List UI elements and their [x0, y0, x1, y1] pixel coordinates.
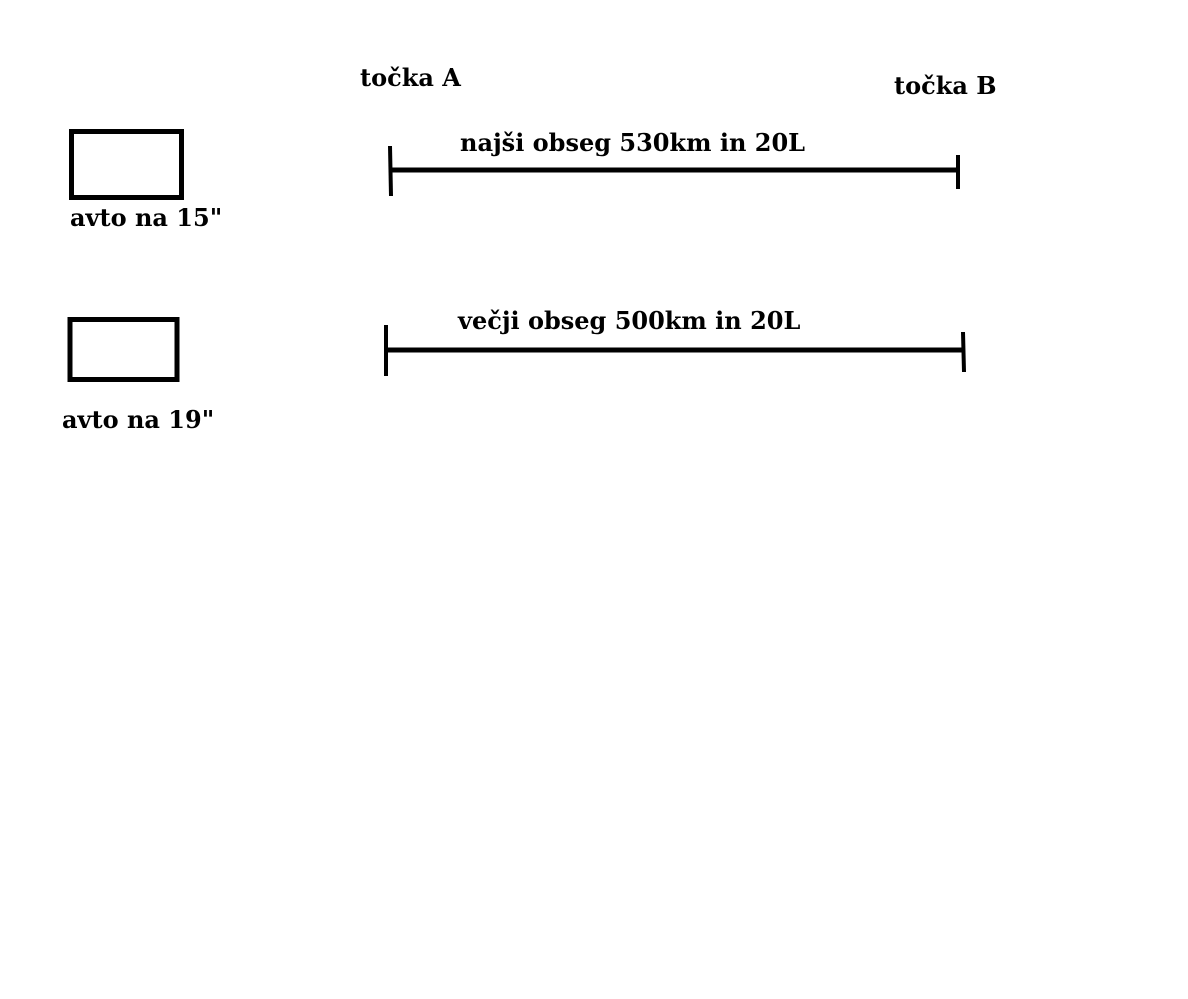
car-box-1: [69, 129, 184, 200]
car-label-1: avto na 15": [70, 203, 223, 232]
point-b-label: točka B: [894, 71, 997, 100]
distance-line-2-end-tick: [961, 331, 966, 373]
range-label-1: najši obseg 530km in 20L: [460, 128, 806, 157]
distance-line-1-start-tick: [388, 145, 393, 197]
car-box-2: [67, 317, 180, 382]
point-a-label: točka A: [360, 63, 461, 92]
range-label-2: večji obseg 500km in 20L: [458, 306, 801, 335]
car-label-2: avto na 19": [62, 405, 215, 434]
